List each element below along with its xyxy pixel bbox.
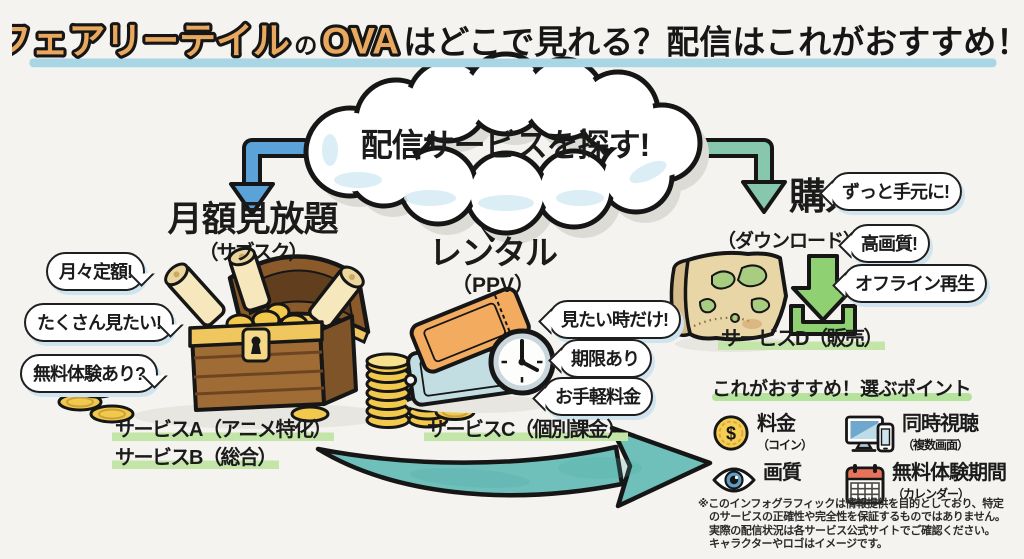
cloud-label: 配信サービスを探す!	[360, 127, 651, 163]
eye-icon	[712, 467, 756, 493]
title-mid: の	[294, 33, 317, 59]
rental-subheading: （PPV）	[450, 273, 536, 297]
service-c-label: サービスC（個別課金）	[424, 413, 628, 442]
service-a-label: サービスA（アニメ特化）	[112, 413, 335, 442]
point-price-sub: （コイン）	[757, 438, 813, 452]
calendar-icon	[845, 464, 885, 505]
title-accent-2: OVA	[322, 21, 399, 62]
recommend-section: これがおすすめ！選ぶポイント $ 料金 （コイン）	[712, 374, 1024, 507]
point-simultaneous-viewing: 同時視聴 （複数画面）	[845, 414, 1024, 454]
purchase-subheading: （ダウンロード）	[716, 231, 862, 252]
subscription-heading: 月額見放題	[167, 200, 338, 239]
title-underline	[29, 58, 997, 68]
bubble-watch-a-lot: たくさん見たい!	[24, 303, 174, 342]
arrow-to-purchase	[696, 138, 787, 214]
bubble-time-limited: 期限あり	[558, 339, 652, 378]
arrow-to-subscription	[229, 138, 314, 216]
subscription-subheading: （サブスク）	[198, 241, 309, 264]
title-rest: はどこで見れる？配信はこれがおすすめ！	[403, 24, 1012, 61]
clock-icon	[488, 328, 556, 396]
point-quality-label: 画質	[763, 462, 802, 484]
point-free-trial-sub: （カレンダー）	[892, 487, 970, 501]
svg-text:フェアリーテイル の OVA: フェアリーテイル の OVA はどこで見れる？配信はこれがおすすめ！	[12, 21, 1012, 62]
point-price: $ 料金 （コイン）	[712, 414, 845, 454]
point-free-trial-period: 無料体験期間 （カレンダー）	[845, 463, 1024, 507]
disclaimer-line: キャラクターやロゴはイメージです。	[709, 538, 888, 551]
page-title: フェアリーテイル の OVA はどこで見れる？配信はこれがおすすめ！	[12, 17, 1012, 68]
bubble-only-when-watching: 見たい時だけ!	[548, 300, 681, 339]
point-simultaneous-label: 同時視聴	[902, 413, 979, 435]
rental-heading-block: レンタル （PPV）	[418, 234, 568, 297]
recommend-heading: これがおすすめ！選ぶポイント	[712, 379, 972, 400]
title-accent-1: フェアリーテイル	[12, 21, 290, 62]
disclaimer-line: のサービスの正確性や完全性を保証するものではありません。	[709, 511, 1006, 524]
multi-screen-icon	[845, 415, 895, 453]
dollar-symbol: $	[726, 424, 736, 444]
tickets-clock-illustration	[404, 286, 556, 413]
point-price-label: 料金	[757, 413, 796, 435]
service-b-label: サービスB（総合）	[112, 441, 279, 470]
big-curved-arrow	[315, 425, 713, 509]
bubble-free-trial: 無料体験あり?	[20, 354, 158, 393]
bubble-monthly-flat-fee: 月々定額!	[46, 252, 145, 291]
rental-heading: レンタル	[429, 234, 558, 271]
point-simultaneous-sub: （複数画面）	[902, 438, 969, 452]
cloud-shape	[303, 51, 709, 244]
disclaimer-line: ※このインフォグラフィックは情報提供を目的としており、特定	[698, 498, 1004, 510]
coin-icon: $	[713, 415, 749, 451]
recommend-underline	[712, 393, 972, 401]
disclaimer-line: 実際の配信状況は各サービス公式サイトでご確認ください。	[709, 524, 996, 537]
bubble-keep-forever: ずっと手元に!	[829, 172, 962, 211]
subscription-heading-block: 月額見放題 （サブスク）	[160, 200, 345, 264]
disclaimer-text: ※このインフォグラフィックは情報提供を目的としており、特定 のサービスの正確性や…	[698, 498, 1022, 552]
point-free-trial-label: 無料体験期間	[892, 462, 1007, 484]
bubble-offline-playback: オフライン再生	[842, 264, 987, 303]
point-quality: 画質	[712, 463, 845, 507]
service-d-label: サービスD（販売）	[718, 322, 885, 351]
bubble-high-quality: 高画質!	[848, 224, 930, 263]
bubble-affordable-price: お手軽料金	[542, 377, 653, 416]
